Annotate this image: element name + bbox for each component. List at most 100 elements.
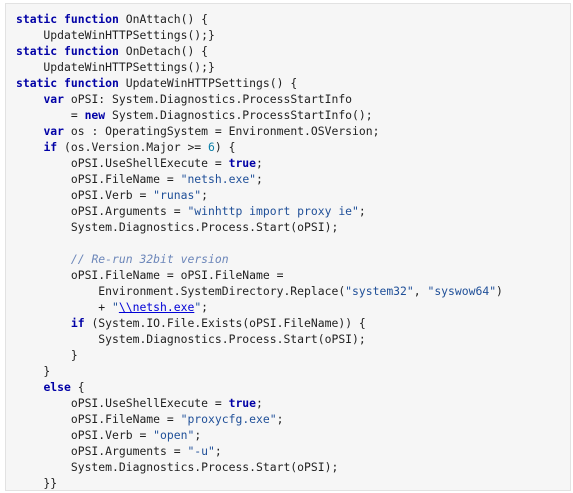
code-text: ; (201, 188, 209, 202)
code-string: "netsh.exe" (180, 172, 257, 186)
code-text: System.Diagnostics.Process.Start(oPSI); (16, 220, 339, 234)
code-text: oPSI: System.Diagnostics.ProcessStartInf… (64, 92, 353, 106)
code-link[interactable]: \\netsh.exe (118, 300, 195, 314)
code-text: oPSI.Arguments = (16, 204, 188, 218)
code-text (16, 140, 43, 154)
code-line: }} (16, 475, 503, 490)
code-line: var oPSI: System.Diagnostics.ProcessStar… (16, 91, 503, 107)
code-text: Environment.SystemDirectory.Replace( (16, 284, 346, 298)
code-text: OnDetach() { (118, 44, 209, 58)
code-text: ; (201, 300, 209, 314)
code-line: } (16, 363, 503, 379)
code-text: }} (16, 476, 58, 490)
code-line: Environment.SystemDirectory.Replace("sys… (16, 283, 503, 299)
code-text: oPSI.UseShellExecute = (16, 156, 229, 170)
code-text: oPSI.FileName = oPSI.FileName = (16, 268, 284, 282)
code-text (16, 252, 71, 266)
code-text: = (16, 108, 85, 122)
code-line: oPSI.Arguments = "winhttp import proxy i… (16, 203, 503, 219)
code-text: ; (214, 444, 222, 458)
code-text: , (413, 284, 428, 298)
code-text (16, 380, 43, 394)
code-text: (os.Version.Major >= (57, 140, 209, 154)
code-keyword: true (228, 156, 257, 170)
code-keyword: if (43, 140, 58, 154)
code-text (16, 124, 43, 138)
code-text: ) (496, 284, 503, 298)
code-keyword: true (228, 396, 257, 410)
code-text: oPSI.Verb = (16, 188, 154, 202)
code-line: oPSI.Arguments = "-u"; (16, 443, 503, 459)
code-line: = new System.Diagnostics.ProcessStartInf… (16, 107, 503, 123)
code-text: ) { (214, 140, 236, 154)
code-line: if (System.IO.File.Exists(oPSI.FileName)… (16, 315, 503, 331)
code-text: ; (358, 204, 366, 218)
code-line (16, 235, 503, 251)
code-text: { (70, 380, 85, 394)
code-text: oPSI.Verb = (16, 428, 154, 442)
code-text: } (16, 364, 51, 378)
code-line: oPSI.FileName = oPSI.FileName = (16, 267, 503, 283)
code-text (16, 316, 71, 330)
code-line: UpdateWinHTTPSettings();} (16, 59, 503, 75)
code-keyword: if (70, 316, 85, 330)
code-text: oPSI.FileName = (16, 172, 181, 186)
code-line: oPSI.UseShellExecute = true; (16, 395, 503, 411)
code-text (16, 92, 43, 106)
code-line: if (os.Version.Major >= 6) { (16, 139, 503, 155)
code-line: oPSI.UseShellExecute = true; (16, 155, 503, 171)
code-line: System.Diagnostics.Process.Start(oPSI); (16, 219, 503, 235)
code-block: static function OnAttach() { UpdateWinHT… (5, 3, 571, 491)
code-text: ; (256, 172, 263, 186)
code-string: "syswow64" (427, 284, 497, 298)
code-line: static function OnAttach() { (16, 11, 503, 27)
code-line: UpdateWinHTTPSettings();} (16, 27, 503, 43)
code-text: os : OperatingSystem = Environment.OSVer… (64, 124, 380, 138)
code-line: var os : OperatingSystem = Environment.O… (16, 123, 503, 139)
code-line: + "\\netsh.exe"; (16, 299, 503, 315)
code-line: static function OnDetach() { (16, 43, 503, 59)
code-line: oPSI.Verb = "runas"; (16, 187, 503, 203)
code-text: + (16, 300, 113, 314)
code-text: ; (256, 156, 263, 170)
code-string: " (112, 300, 119, 314)
code-keyword: static function (16, 76, 119, 90)
code-line: oPSI.FileName = "proxycfg.exe"; (16, 411, 503, 427)
code-text: OnAttach() { (118, 12, 209, 26)
code-text: oPSI.UseShellExecute = (16, 396, 229, 410)
code-number: 6 (208, 140, 215, 154)
code-text: System.Diagnostics.Process.Start(oPSI); (16, 332, 366, 346)
code-string: "winhttp import proxy ie" (187, 204, 359, 218)
code-text: oPSI.Arguments = (16, 444, 188, 458)
code-line: static function UpdateWinHTTPSettings() … (16, 75, 503, 91)
code-text: UpdateWinHTTPSettings();} (16, 28, 215, 42)
code-line: // Re-run 32bit version (16, 251, 503, 267)
code-keyword: static function (16, 44, 119, 58)
code-listing: static function OnAttach() { UpdateWinHT… (16, 11, 503, 490)
code-text: (System.IO.File.Exists(oPSI.FileName)) { (84, 316, 366, 330)
code-keyword: new (84, 108, 106, 122)
code-line: else { (16, 379, 503, 395)
code-line: oPSI.FileName = "netsh.exe"; (16, 171, 503, 187)
code-comment: // Re-run 32bit version (70, 252, 229, 266)
code-text: UpdateWinHTTPSettings() { (118, 76, 298, 90)
code-keyword: var (43, 124, 65, 138)
code-string: "system32" (345, 284, 414, 298)
code-keyword: static function (16, 12, 119, 26)
code-string: "open" (153, 428, 195, 442)
code-text: } (16, 348, 78, 362)
code-string: "-u" (187, 444, 215, 458)
code-line: } (16, 347, 503, 363)
code-text: System.Diagnostics.Process.Start(oPSI); (16, 460, 339, 474)
code-text: System.Diagnostics.ProcessStartInfo(); (105, 108, 373, 122)
code-line: System.Diagnostics.Process.Start(oPSI); (16, 331, 503, 347)
code-text: ; (276, 412, 284, 426)
code-text: ; (194, 428, 202, 442)
code-string: " (194, 300, 202, 314)
code-string: "proxycfg.exe" (180, 412, 277, 426)
code-keyword: else (43, 380, 71, 394)
code-text: oPSI.FileName = (16, 412, 181, 426)
code-text: UpdateWinHTTPSettings();} (16, 60, 215, 74)
code-line: System.Diagnostics.Process.Start(oPSI); (16, 459, 503, 475)
code-line: oPSI.Verb = "open"; (16, 427, 503, 443)
